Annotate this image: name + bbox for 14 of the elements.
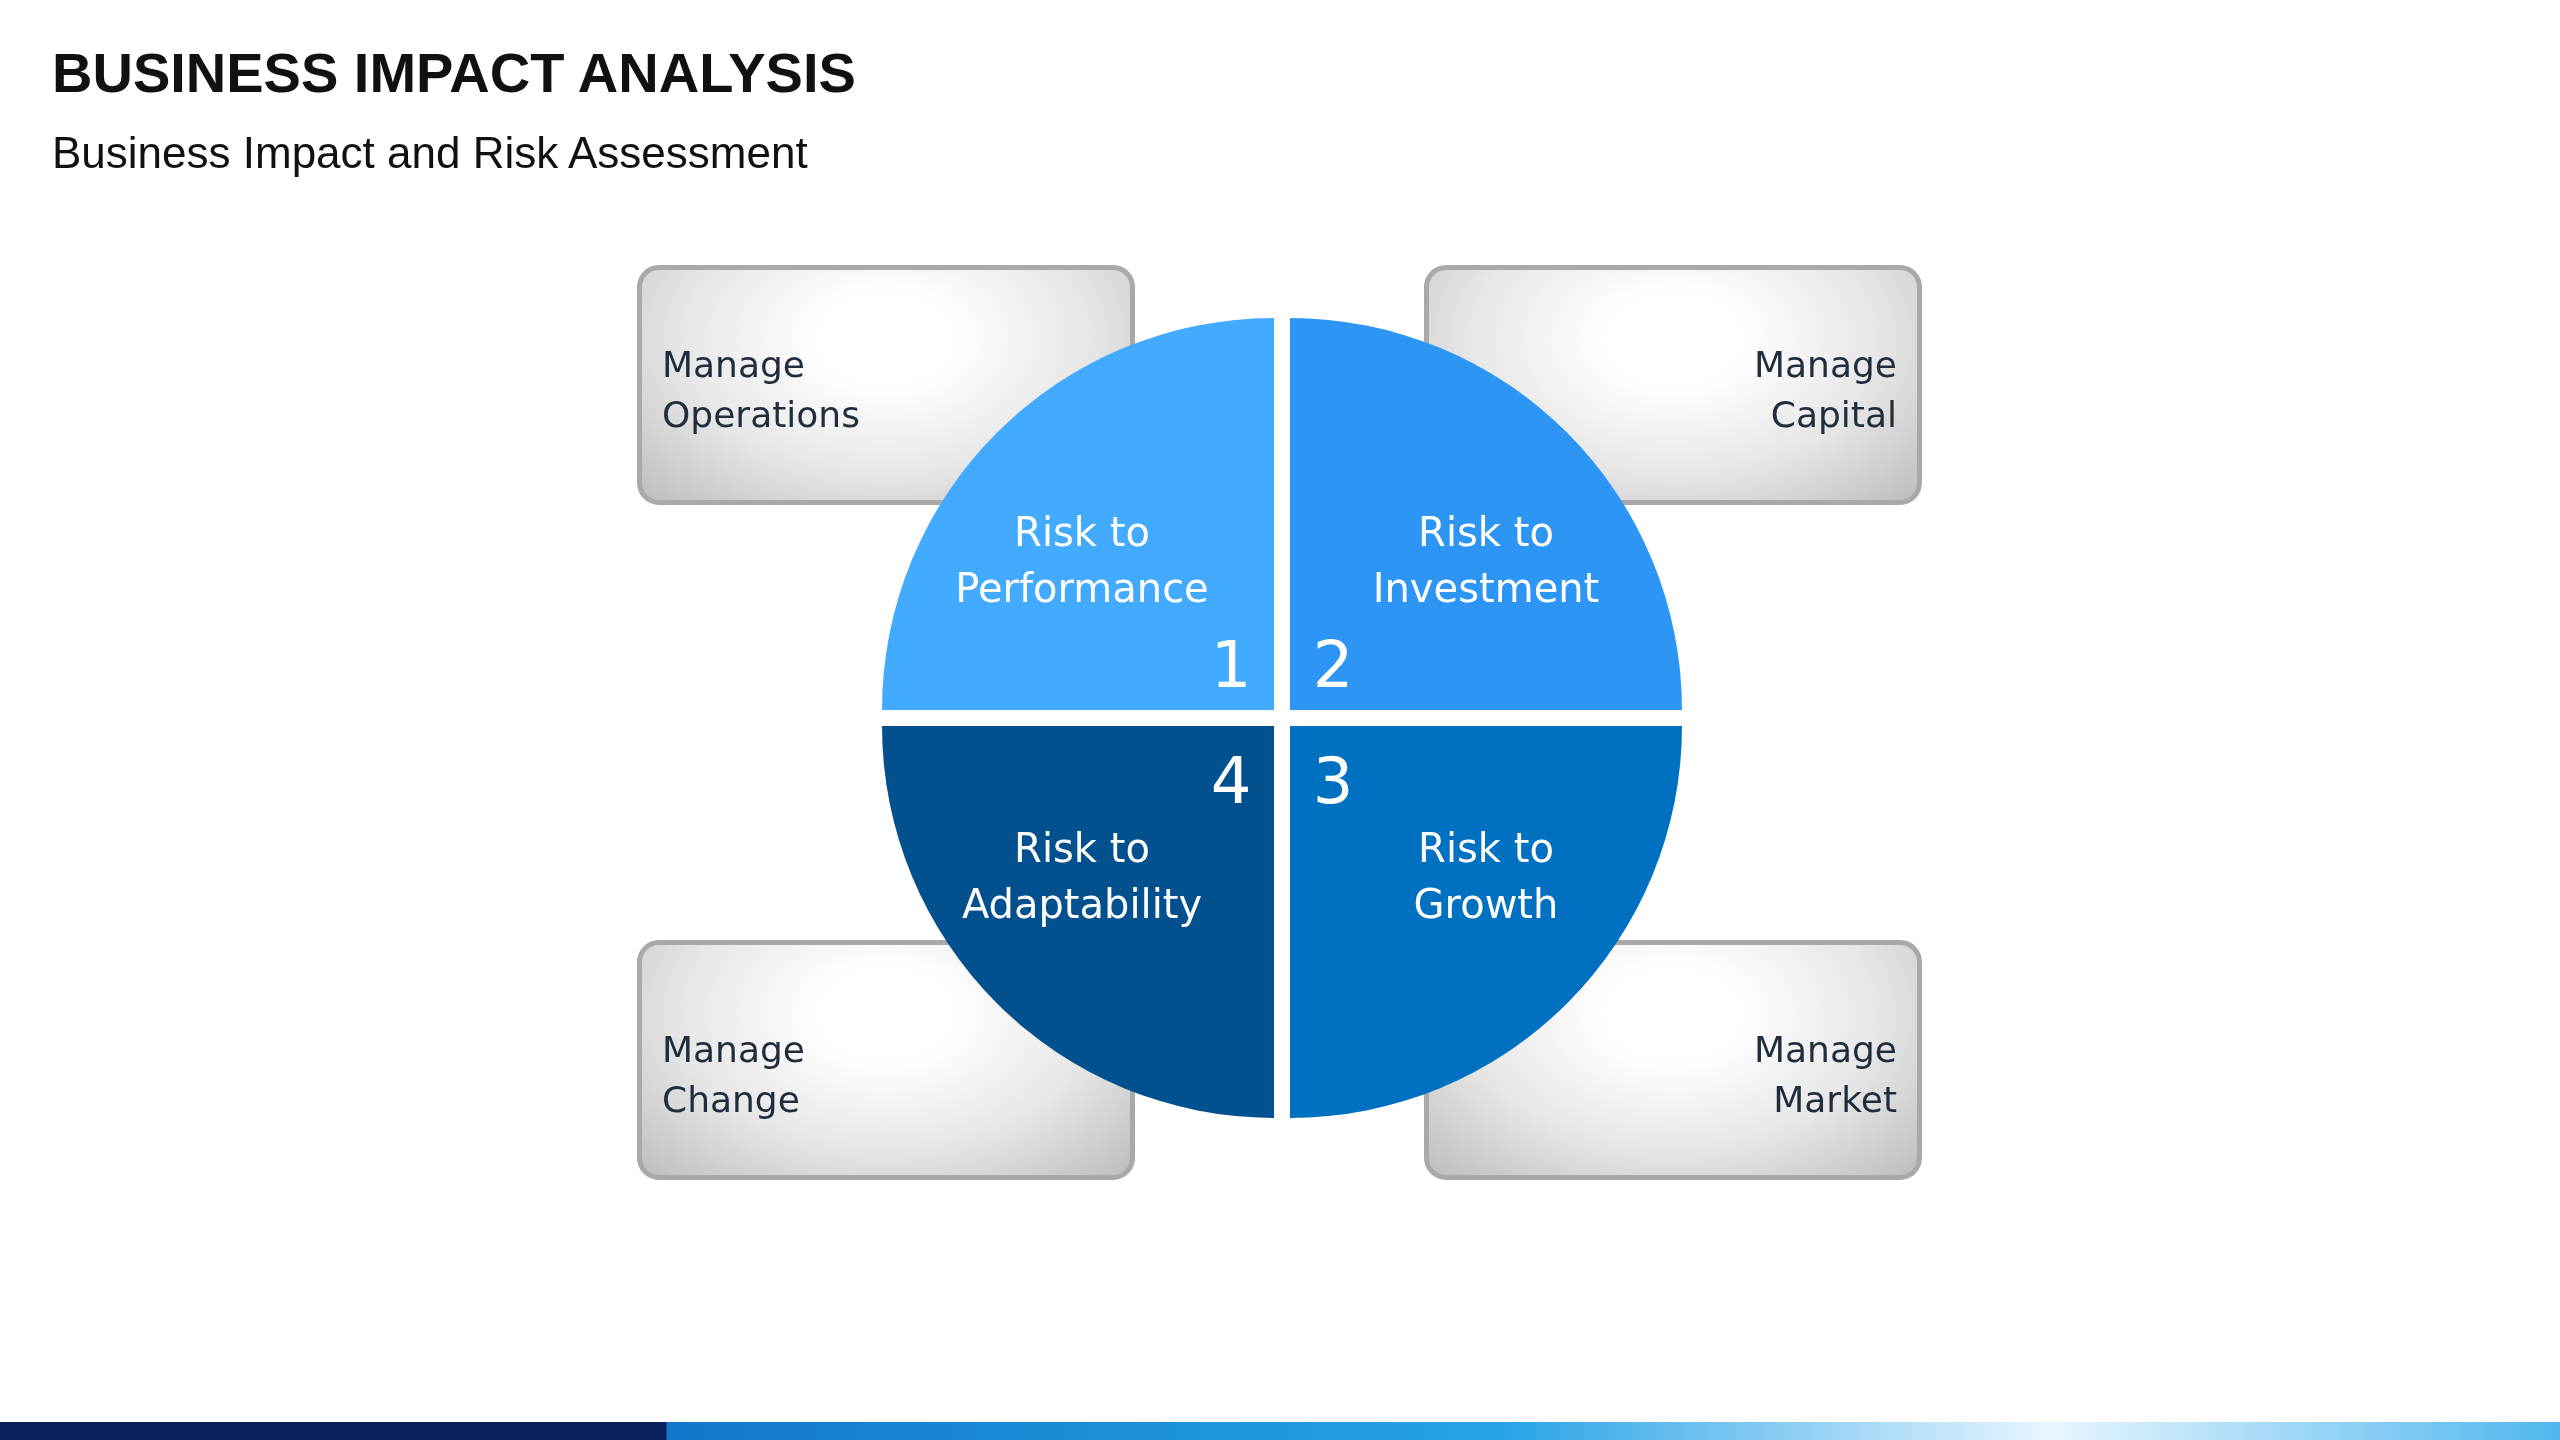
segment-label: Risk to Growth xyxy=(1412,824,1560,929)
segment-number: 3 xyxy=(1312,744,1354,818)
title: BUSINESS IMPACT ANALYSIS xyxy=(52,40,856,105)
box-label: Manage Change xyxy=(662,1028,806,1123)
segment-number: 1 xyxy=(1210,628,1252,702)
subtitle: Business Impact and Risk Assessment xyxy=(52,128,808,178)
box-label: Manage Operations xyxy=(662,343,861,438)
segment-label: Risk to Investment xyxy=(1371,508,1601,613)
segment-number: 2 xyxy=(1312,628,1354,702)
segment-number: 4 xyxy=(1210,744,1252,818)
segment-label: Risk to Performance xyxy=(954,508,1210,613)
box-label: Manage Capital xyxy=(1753,343,1897,438)
box-label: Manage Market xyxy=(1753,1028,1897,1123)
segment-label: Risk to Adaptability xyxy=(960,824,1204,929)
